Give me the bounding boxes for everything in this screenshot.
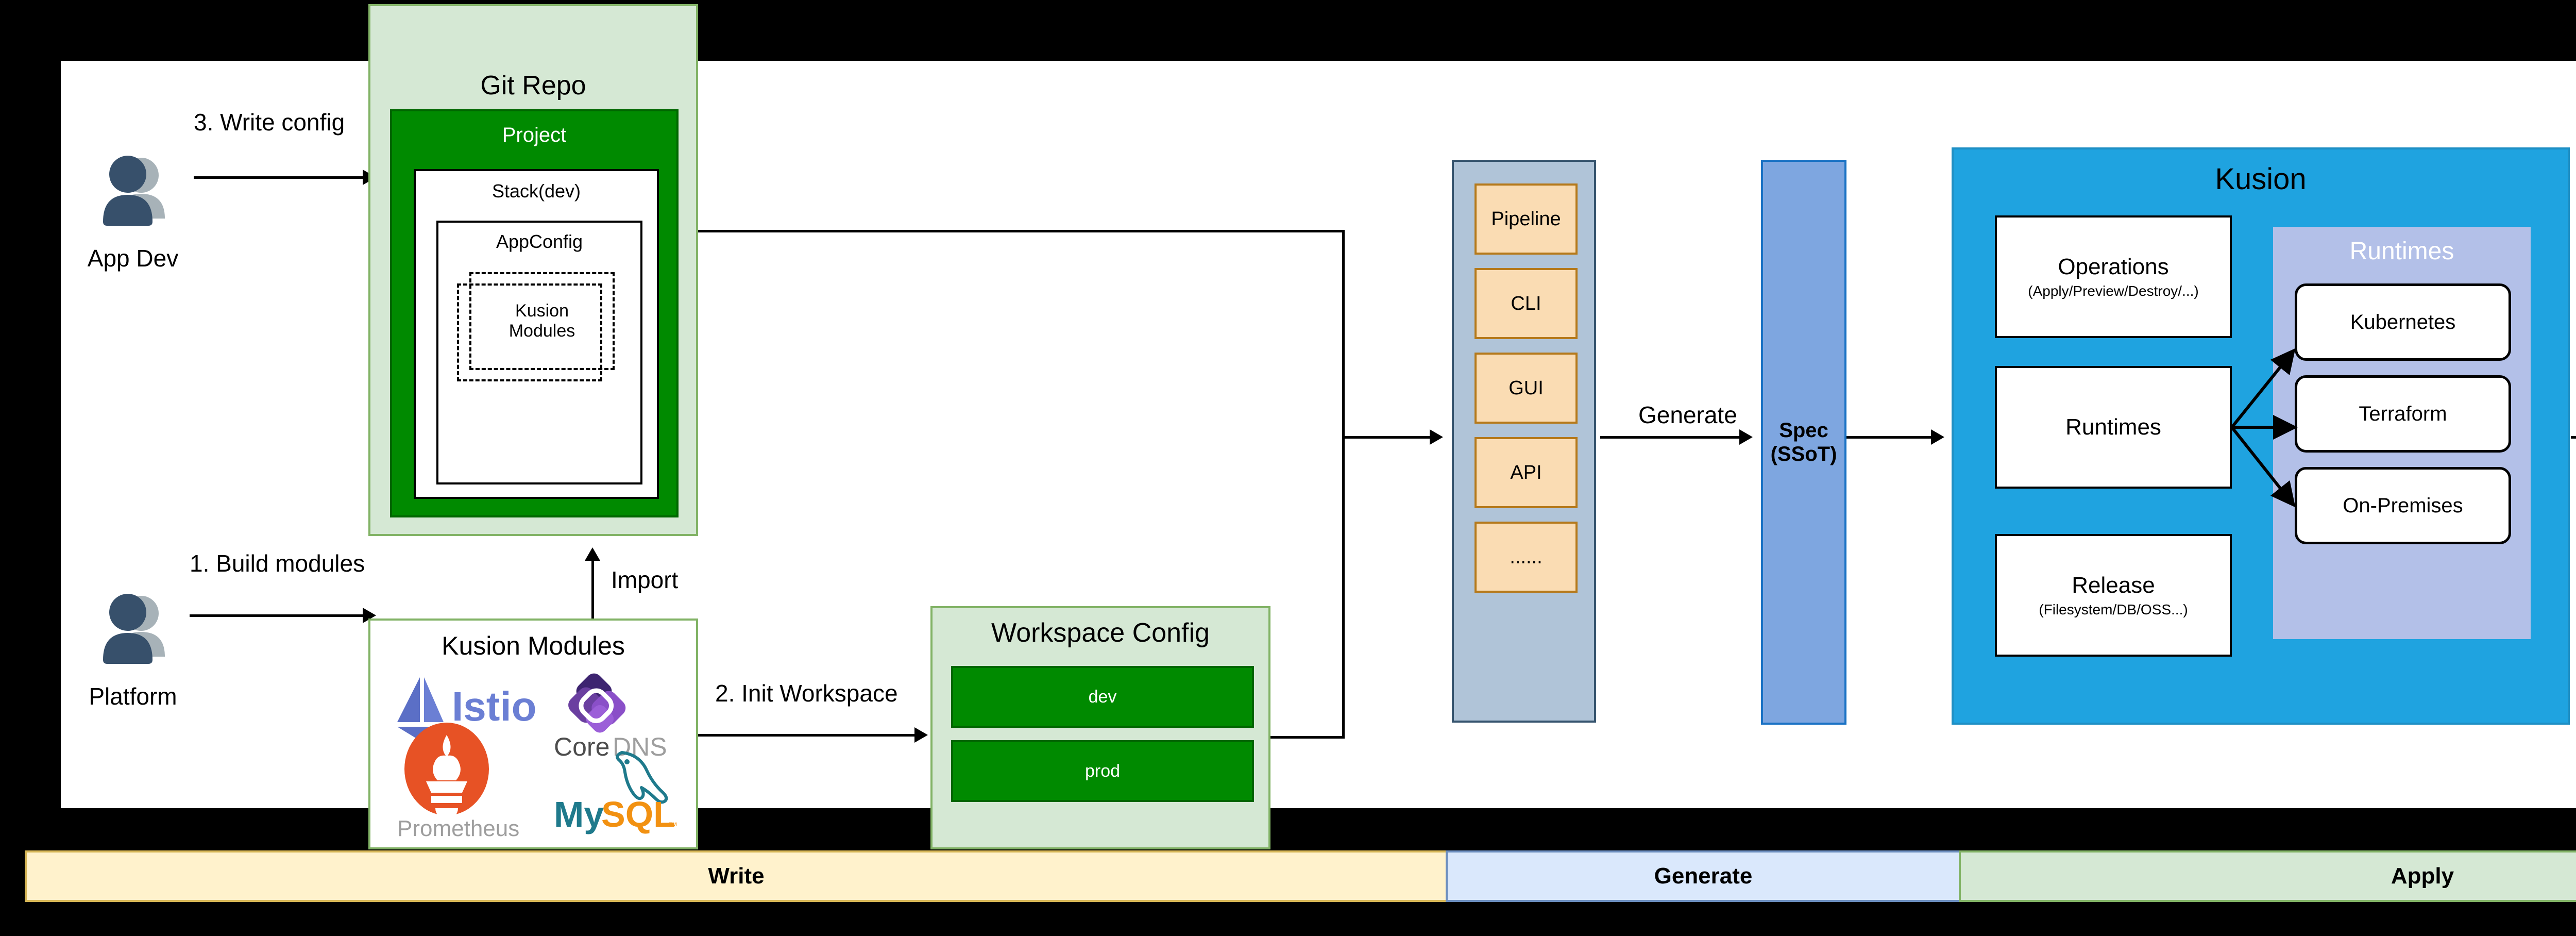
workspace-config-title: Workspace Config (991, 618, 1210, 648)
diagram-canvas: App Dev 3. Write config Platform 1. Buil… (61, 4, 2576, 849)
runtimes-fanout-arrows (2230, 348, 2298, 508)
coredns-logo: Core DNS (550, 668, 682, 767)
svg-text:Prometheus: Prometheus (397, 816, 519, 841)
person-icon (97, 154, 169, 231)
kusion-title: Kusion (2215, 162, 2307, 196)
connector-gitrepo-h1 (698, 230, 1345, 232)
kusion-block-title: Release (2072, 573, 2155, 598)
interface-chip-pipeline[interactable]: Pipeline (1475, 183, 1578, 255)
runtime-chip-label: Kubernetes (2350, 310, 2456, 333)
kusion-block-operations: Operations (Apply/Preview/Destroy/...) (1995, 215, 2232, 338)
connector-workspace-h (1270, 736, 1345, 739)
runtime-chip-on-premises[interactable]: On-Premises (2295, 467, 2511, 544)
import-label-wrap: Import (611, 566, 679, 593)
connector-gitrepo-v (1342, 230, 1345, 436)
arrow-line-init-workspace (698, 734, 916, 737)
flow-label-init-workspace: 2. Init Workspace (715, 680, 898, 707)
arrow-line-generate (1600, 436, 1742, 439)
spec-line2: (SSoT) (1770, 443, 1837, 465)
prometheus-logo: Prometheus (397, 722, 539, 841)
project-title: Project (502, 124, 567, 146)
connector-merge-to-interfaces (1342, 436, 1432, 439)
actor-label-platform: Platform (89, 683, 177, 710)
kusion-modules-dashed-front: Kusion Modules (469, 272, 615, 370)
phase-apply-label: Apply (2391, 863, 2454, 889)
arrow-head-generate (1739, 429, 1753, 445)
git-repo-panel: Git Repo Project Stack(dev) AppConfig Ku… (368, 4, 698, 536)
kusion-modules-panel-title: Kusion Modules (442, 631, 625, 660)
phase-generate: Generate (1446, 850, 1961, 902)
kusion-modules-label-line1: Kusion (515, 300, 569, 321)
svg-text:SQL: SQL (601, 794, 675, 834)
arrow-head-to-interfaces (1430, 429, 1443, 445)
interface-chip-more[interactable]: ...... (1475, 522, 1578, 593)
workspace-chip-prod-label: prod (1084, 761, 1121, 781)
kusion-modules-label-line2: Modules (509, 321, 575, 341)
flow-label-write-config: 3. Write config (194, 109, 345, 136)
interface-label: GUI (1509, 377, 1544, 399)
kusion-modules-panel: Kusion Modules Istio Core DN (368, 619, 698, 849)
phase-write: Write (25, 850, 1448, 902)
svg-text:™: ™ (668, 821, 677, 831)
generate-label-wrap: Generate (1638, 402, 1737, 428)
stack-box: Stack(dev) AppConfig Kusion Modules (414, 169, 659, 499)
kusion-block-subtitle: (Filesystem/DB/OSS...) (2039, 601, 2188, 617)
runtime-chip-kubernetes[interactable]: Kubernetes (2295, 283, 2511, 361)
phase-generate-label: Generate (1654, 863, 1753, 889)
runtimes-subpanel-title: Runtimes (2349, 238, 2454, 265)
kusion-block-release: Release (Filesystem/DB/OSS...) (1995, 534, 2232, 657)
kusion-block-subtitle: (Apply/Preview/Destroy/...) (2028, 283, 2199, 299)
actor-app-dev: App Dev (81, 154, 184, 272)
kusion-modules-dashed-back (457, 283, 602, 381)
appconfig-title: AppConfig (496, 231, 583, 252)
arrow-line-kusion-to-infra (2571, 436, 2576, 439)
arrow-line-build-modules (190, 614, 364, 617)
interface-chip-gui[interactable]: GUI (1475, 353, 1578, 424)
arrow-head-init-workspace (914, 727, 928, 743)
interface-label: Pipeline (1491, 208, 1561, 230)
interface-chip-api[interactable]: API (1475, 437, 1578, 508)
interface-chip-cli[interactable]: CLI (1475, 268, 1578, 339)
svg-text:DNS: DNS (613, 732, 667, 761)
appconfig-box: AppConfig Kusion Modules (436, 221, 642, 484)
mysql-logo: My SQL ™ (554, 744, 683, 840)
project-box: Project Stack(dev) AppConfig Kusion Modu… (390, 109, 679, 517)
workspace-chip-prod[interactable]: prod (951, 740, 1254, 802)
kusion-block-runtimes: Runtimes (1995, 366, 2232, 489)
runtime-chip-label: On-Premises (2343, 494, 2463, 517)
stack-title: Stack(dev) (492, 180, 581, 202)
runtime-chip-terraform[interactable]: Terraform (2295, 375, 2511, 453)
interface-label: ...... (1510, 546, 1543, 568)
arrow-head-spec-to-kusion (1931, 429, 1944, 445)
git-repo-title: Git Repo (480, 71, 586, 101)
person-icon (97, 592, 169, 669)
runtimes-subpanel: Runtimes Kubernetes Terraform On-Premise… (2273, 227, 2531, 639)
workspace-config-panel: Workspace Config dev prod (930, 606, 1270, 849)
import-arrow-head (585, 547, 600, 561)
spec-line1: Spec (1779, 419, 1828, 442)
runtime-chip-label: Terraform (2359, 402, 2447, 425)
svg-text:Istio: Istio (452, 683, 536, 729)
workspace-chip-dev[interactable]: dev (951, 666, 1254, 728)
connector-workspace-v (1342, 436, 1345, 738)
arrow-line-write-config (194, 176, 364, 179)
actor-platform: Platform (81, 592, 184, 710)
svg-text:Core: Core (554, 732, 609, 761)
svg-text:My: My (554, 794, 604, 834)
interface-label: CLI (1511, 292, 1541, 314)
actor-label-app-dev: App Dev (87, 245, 179, 272)
arrow-line-spec-to-kusion (1846, 436, 1934, 439)
kusion-block-title: Runtimes (2065, 414, 2161, 440)
phase-write-label: Write (708, 863, 765, 889)
spec-box: Spec (SSoT) (1761, 160, 1846, 725)
phase-apply: Apply (1959, 850, 2576, 902)
kusion-block-title: Operations (2058, 254, 2169, 279)
interfaces-panel: Pipeline CLI GUI API ...... (1452, 160, 1596, 723)
flow-label-build-modules: 1. Build modules (190, 550, 365, 577)
workspace-chip-dev-label: dev (1088, 687, 1117, 707)
interface-label: API (1510, 461, 1542, 483)
kusion-panel: Kusion Operations (Apply/Preview/Destroy… (1952, 147, 2570, 725)
import-arrow-line (591, 558, 594, 619)
